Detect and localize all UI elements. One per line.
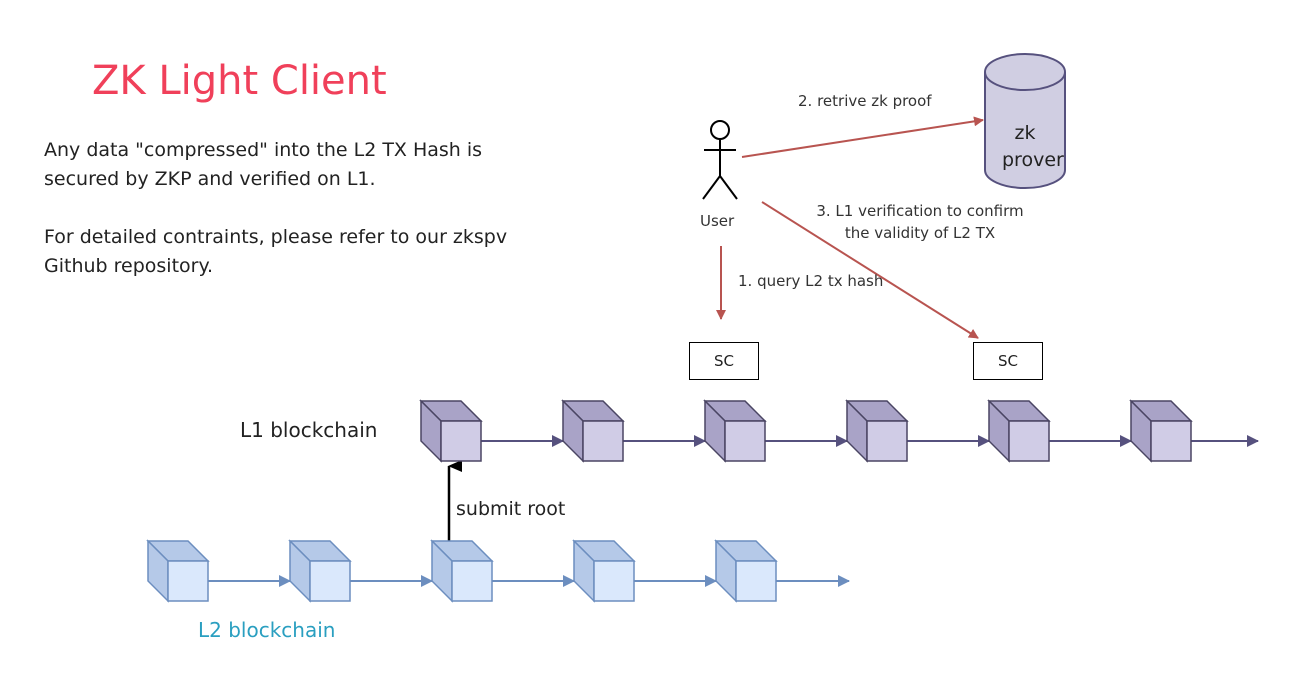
description-line: For detailed contraints, please refer to…	[44, 226, 508, 248]
block-cube-icon	[419, 399, 483, 463]
zk-prover-label: zk prover	[1002, 120, 1064, 174]
step3-label: 3. L1 verification to confirm the validi…	[800, 200, 1040, 244]
block-cube-icon	[1129, 399, 1193, 463]
step3-label-line: 3. L1 verification to confirm	[816, 202, 1024, 220]
l1-chain-label: L1 blockchain	[240, 418, 378, 442]
block-cube-icon	[430, 539, 494, 603]
description-paragraph-2: For detailed contraints, please refer to…	[44, 223, 507, 281]
block-cube-icon	[572, 539, 636, 603]
l2-chain-label: L2 blockchain	[198, 618, 336, 642]
block-cube-icon	[987, 399, 1051, 463]
prover-label-line: prover	[1002, 149, 1064, 171]
user-actor-icon	[702, 120, 738, 200]
smart-contract-box: SC	[973, 342, 1043, 380]
step3-label-line: the validity of L2 TX	[844, 224, 996, 242]
user-label: User	[700, 212, 735, 230]
block-cube-icon	[845, 399, 909, 463]
smart-contract-box: SC	[689, 342, 759, 380]
l1-chain	[419, 399, 1259, 463]
block-cube-icon	[146, 539, 210, 603]
step3-arrow	[761, 201, 979, 339]
page-title: ZK Light Client	[92, 58, 387, 104]
step1-label: 1. query L2 tx hash	[738, 272, 884, 290]
block-cube-icon	[561, 399, 625, 463]
submit-root-label: submit root	[456, 498, 566, 520]
block-cube-icon	[714, 539, 778, 603]
description-line: Github repository.	[44, 255, 214, 277]
step2-arrow	[741, 116, 984, 158]
zk-prover-database-icon	[984, 53, 1066, 189]
block-cube-icon	[703, 399, 767, 463]
prover-label-line: zk	[1014, 122, 1036, 144]
description-line: Any data "compressed" into the L2 TX Has…	[44, 139, 483, 161]
l2-chain	[146, 539, 850, 603]
step2-label: 2. retrive zk proof	[798, 92, 932, 110]
block-cube-icon	[288, 539, 352, 603]
description-line: secured by ZKP and verified on L1.	[44, 168, 376, 190]
description-paragraph-1: Any data "compressed" into the L2 TX Has…	[44, 136, 482, 194]
